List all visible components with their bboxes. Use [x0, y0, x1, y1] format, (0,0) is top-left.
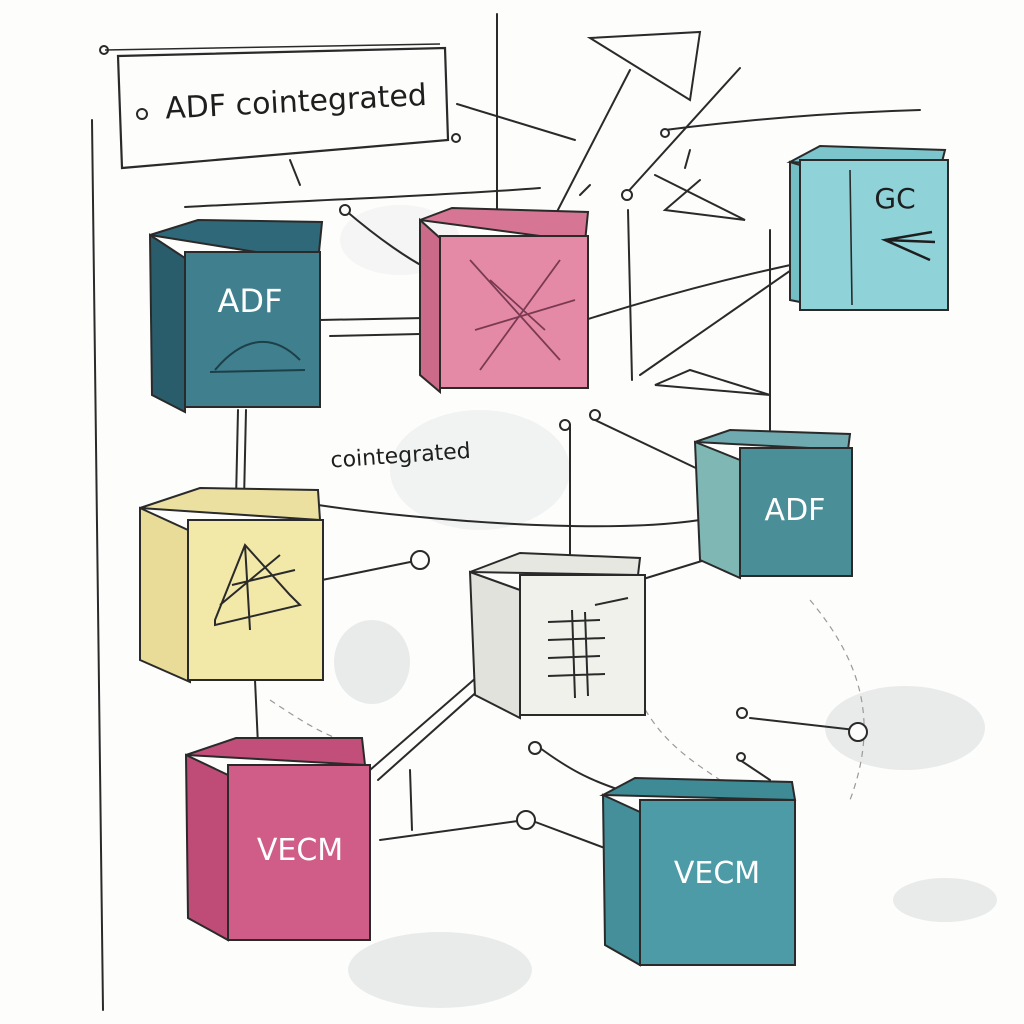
upper-right-line: [664, 109, 921, 131]
cube-center-white: [468, 551, 646, 720]
link-line: [319, 317, 426, 321]
cube-label: VECM: [257, 833, 343, 868]
cube-adf-right: ADF: [693, 428, 853, 580]
cube-scribble: [469, 259, 576, 371]
cube-yellow: [139, 486, 324, 684]
wash-blob: [390, 410, 570, 530]
node-circle: [736, 707, 748, 719]
triangle-sketch: [654, 174, 746, 221]
cube-front-face: [187, 519, 324, 681]
vertical-line: [627, 209, 633, 381]
arrow-left-icon: [880, 230, 936, 262]
cube-label: ADF: [765, 493, 826, 528]
node-circle: [136, 108, 148, 120]
cube-label: ADF: [218, 282, 283, 320]
wash-blob: [893, 878, 997, 922]
cube-front-face: [639, 799, 796, 966]
node-circle: [559, 419, 571, 431]
cube-top-face: [185, 737, 367, 767]
node-circle: [736, 752, 746, 762]
triangle-sketch: [654, 368, 771, 396]
node-circle: [660, 128, 670, 138]
cube-center-pink: [419, 206, 590, 395]
cube-side-face: [693, 440, 741, 580]
link-line: [539, 747, 621, 791]
link-line: [409, 769, 413, 831]
cube-side-face: [419, 217, 441, 395]
small-arrow: [684, 149, 691, 169]
link-line: [739, 759, 771, 781]
cube-vecm-pink: VECM: [184, 737, 371, 942]
cube-gc: GC: [786, 144, 949, 311]
cube-top-face: [469, 551, 642, 577]
wash-blob: [348, 932, 532, 1008]
cube-side-face: [148, 233, 186, 414]
cube-front-face: [739, 447, 853, 577]
cube-adf-top-left: ADF: [148, 218, 324, 414]
link-line: [329, 333, 421, 337]
link-line: [235, 409, 239, 501]
title-box-sketch-line: [104, 43, 441, 51]
link-line: [369, 669, 486, 771]
title-box-frame: [116, 46, 450, 170]
cube-scribble: [214, 543, 302, 631]
node-circle: [339, 204, 351, 216]
cube-side-face: [139, 506, 192, 684]
link-line: [379, 819, 526, 841]
link-line: [243, 409, 247, 501]
small-arrow: [289, 159, 301, 186]
node-circle: [848, 722, 868, 742]
top-arrow-line: [456, 103, 576, 141]
cube-label: VECM: [674, 856, 760, 891]
cube-scribble: [547, 597, 629, 699]
node-circle: [589, 409, 601, 421]
left-border-line: [91, 119, 104, 1011]
link-line: [321, 559, 421, 581]
cube-front-face: [184, 251, 321, 408]
cube-top-face: [139, 486, 322, 522]
link-line: [377, 679, 491, 781]
node-circle: [516, 810, 536, 830]
cube-vecm-teal: VECM: [599, 776, 797, 967]
node-circle: [621, 189, 633, 201]
small-arrow: [579, 184, 591, 196]
cube-side-face: [468, 570, 521, 720]
link-line: [254, 679, 259, 746]
cube-top-face: [419, 206, 590, 244]
link-line: [639, 559, 706, 581]
link-line: [529, 819, 611, 851]
faint-arc: [639, 699, 721, 781]
cube-scribble: [209, 341, 306, 373]
node-circle: [528, 741, 542, 755]
cube-front-face: [439, 235, 589, 389]
title-box-text: ADF cointegrated: [164, 78, 427, 127]
cube-front-face: [799, 159, 949, 311]
link-line: [317, 504, 701, 528]
title-box: ADF cointegrated: [104, 43, 450, 170]
cube-top-face: [599, 776, 797, 802]
diagonal-line: [544, 69, 631, 236]
diagonal-line: [624, 67, 741, 196]
top-horizontal-line: [184, 187, 541, 208]
cube-edge-line: [849, 169, 853, 306]
wash-blob: [825, 686, 985, 770]
link-line: [594, 419, 701, 471]
cube-side-face: [184, 753, 229, 942]
cube-side-face: [601, 793, 641, 967]
node-circle: [410, 550, 430, 570]
connector-lines: [91, 13, 921, 1011]
node-circle: [451, 133, 461, 143]
cube-side-face: [789, 160, 801, 304]
cube-front-face: [519, 574, 646, 716]
cube-front-face: [227, 764, 371, 941]
node-circles: [99, 45, 868, 830]
link-line: [749, 717, 856, 731]
triangle-sketch: [586, 30, 702, 102]
cube-label: GC: [874, 182, 915, 215]
wash-blob: [334, 620, 410, 704]
